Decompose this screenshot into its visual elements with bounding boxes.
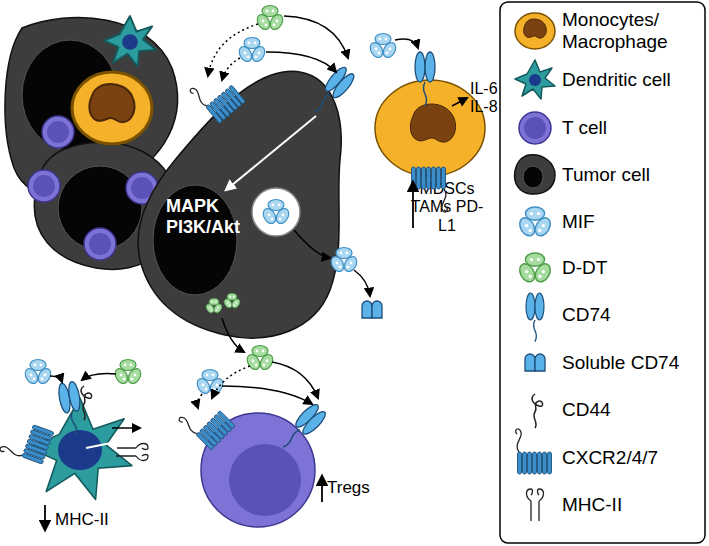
node-label: Tregs [327,478,387,498]
ddt-molecule [255,6,286,32]
binding-arrow [198,394,203,408]
secretion-arrow [452,98,467,106]
legend-label: CD44 [562,399,702,421]
legend-label: CXCR2/4/7 [562,447,702,469]
legend-icon [526,293,544,342]
legend-icon [517,253,554,284]
monocyte-cell [72,72,152,144]
ddt-molecule [223,294,241,310]
ddt-molecule [113,360,144,386]
soluble-cd74 [362,301,382,318]
node-label: IL-6 IL-8 [470,80,508,117]
t-cell-outline [201,413,315,527]
macrophage-cell: IL-6 IL-8MDSCs TAMs PD-L1 [360,30,505,235]
legend-label: D-DT [562,257,702,279]
node-shape [130,60,350,350]
node-label: MAPK PI3K/Akt [166,196,254,237]
legend-label: Monocytes/ Macrophage [562,9,702,53]
binding-arrow [266,52,336,72]
node-label: MDSCs TAMs PD-L1 [408,180,486,235]
legend-label: Soluble CD74 [562,352,702,374]
tumor-cell-outline [138,71,341,338]
inhibition-line [86,435,116,449]
mif-molecule [261,200,292,226]
legend-icon [527,489,544,521]
binding-arrow [212,366,250,398]
mhc-ii-molecule [116,444,148,461]
mif-vesicle [252,188,300,236]
binding-arrow [208,24,258,76]
binding-arrow [354,270,370,296]
ddt-molecule [245,346,276,372]
increase-arrow [412,182,414,228]
dendritic-cell-outline [28,398,132,499]
legend-label: Dendritic cell [562,69,702,91]
mif-molecule [23,360,54,386]
ddt-molecule [205,299,223,315]
node-shape [195,395,375,535]
macrophage-outline [375,80,485,176]
cxcr-receptor [0,417,54,466]
legend-icon [519,112,551,144]
signal-arrow [112,427,140,429]
tumor-cell: MAPK PI3K/Akt [130,60,350,350]
binding-arrow [82,374,116,380]
legend-label: MIF [562,211,702,233]
secretion-arrow [294,230,330,258]
t-cell [42,116,74,148]
decrease-arrow [44,505,46,530]
legend-icon [532,394,543,428]
node-label: MHC-II [55,510,135,530]
binding-arrow [50,376,62,382]
dendritic-nucleus [58,430,102,470]
legend-icon [516,429,552,474]
legend-icon [525,354,545,371]
legend-box [500,2,705,543]
signaling-arrow [226,116,316,190]
cxcr-receptor [412,167,448,212]
cd74-receptor [307,65,357,119]
mif-molecule [329,248,360,274]
cxcr-receptor [178,394,235,451]
mif-molecule [237,38,268,64]
legend-icon [515,13,555,49]
legend-label: CD74 [562,304,702,326]
secretion-arrow [222,318,244,352]
legend-label: MHC-II [562,494,702,516]
t-cell [84,228,116,260]
binding-arrow [284,16,348,58]
binding-arrow [222,386,312,404]
legend-icon [515,60,555,99]
binding-arrow [395,39,418,48]
cd74-receptor [276,402,328,454]
binding-arrow [272,362,318,398]
dendritic-cell: MHC-II [0,355,180,540]
macrophage-nucleus [410,104,455,142]
legend-label: T cell [562,117,702,139]
t-cell: Tregs [195,395,375,535]
cxcr-receptor [189,67,245,125]
t-cell [28,170,60,202]
cd74-receptor [57,381,86,438]
dendritic-cell [104,16,156,67]
legend-icon [517,207,554,238]
cd74-receptor [415,52,435,106]
cd44-receptor [81,386,92,420]
binding-arrow [222,58,240,80]
t-cell-nucleus [229,444,301,516]
mif-molecule [368,34,399,60]
increase-arrow [321,476,323,502]
mif-molecule [195,370,226,396]
legend-icon [515,155,555,194]
legend-label: Tumor cell [562,164,702,186]
